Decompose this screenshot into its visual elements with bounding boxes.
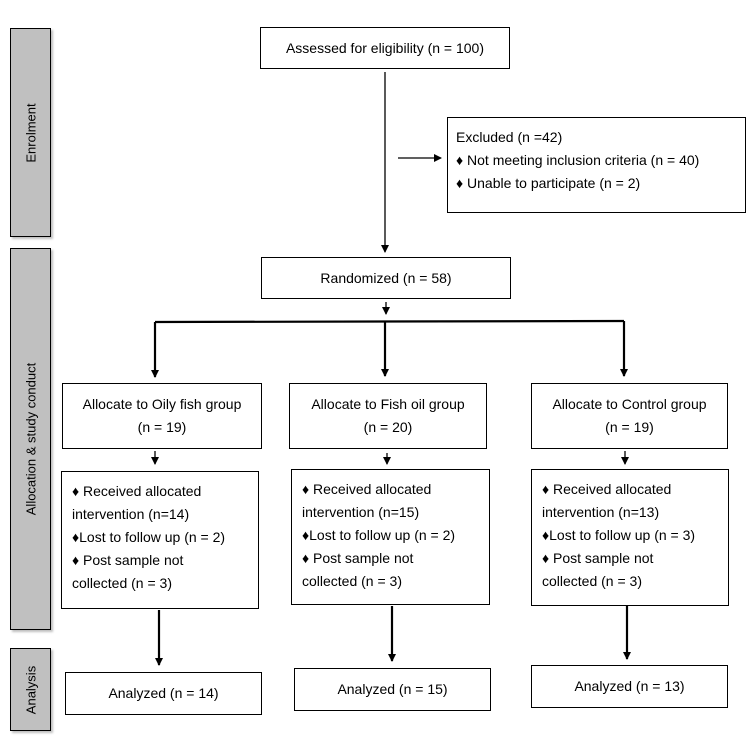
control-details-box: ♦ Received allocated intervention (n=13)… — [531, 469, 729, 606]
control-allocation-box: Allocate to Control group (n = 19) — [531, 383, 728, 449]
fish-oil-analyzed-box: Analyzed (n = 15) — [294, 668, 491, 711]
oily-fish-allocation-box: Allocate to Oily fish group (n = 19) — [62, 383, 262, 449]
randomized-box: Randomized (n = 58) — [261, 257, 511, 299]
assessed-box: Assessed for eligibility (n = 100) — [260, 27, 510, 69]
fish-oil-allocation-box: Allocate to Fish oil group (n = 20) — [289, 383, 487, 449]
excluded-box: Excluded (n =42) ♦ Not meeting inclusion… — [447, 117, 746, 213]
oily-fish-analyzed-box: Analyzed (n = 14) — [65, 672, 262, 715]
allocation-phase-label: Allocation & study conduct — [10, 248, 51, 630]
split-horizontal-line — [154, 319, 625, 324]
oily-fish-details-box: ♦ Received allocated intervention (n=14)… — [61, 471, 259, 609]
analysis-phase-label: Analysis — [10, 648, 51, 731]
enrolment-phase-label: Enrolment — [10, 28, 51, 237]
fish-oil-details-box: ♦ Received allocated intervention (n=15)… — [291, 469, 490, 605]
control-analyzed-box: Analyzed (n = 13) — [531, 665, 728, 708]
